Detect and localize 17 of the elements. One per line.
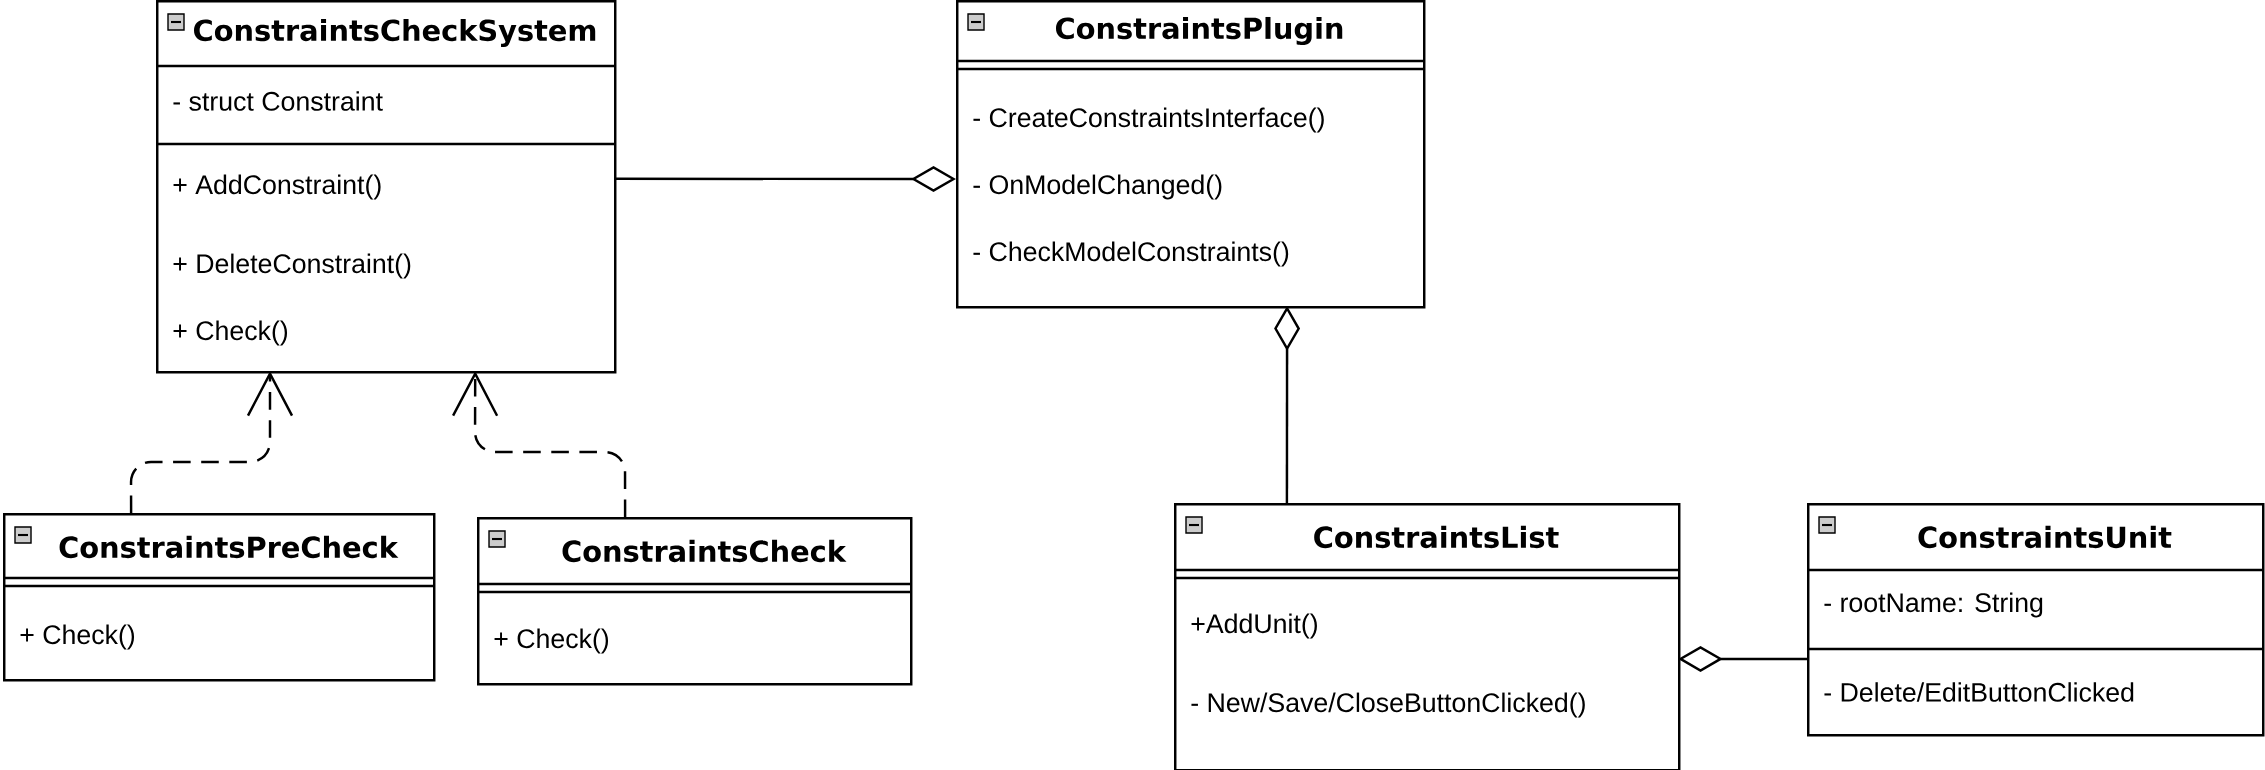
node-label: + AddConstraint(): [173, 174, 381, 200]
class-box: ConstraintsList +AddUnit() - New/Save/CloseButtonClicked(): [1174, 503, 1681, 770]
class-box: ConstraintsCheckSystem - struct Constraint + AddConstraint() + DeleteConstraint() + Check(): [156, 0, 617, 374]
realization-arrow: [452, 371, 627, 517]
class-box: ConstraintsPlugin - CreateConstraintsInterface() - OnModelChanged() - CheckModelConstraints(): [956, 0, 1426, 309]
class-box: ConstraintsPreCheck + Check(): [3, 513, 436, 682]
node-label: ConstraintsPlugin: [1055, 16, 1343, 46]
node-label: ConstraintsCheckSystem: [193, 18, 596, 48]
class-box: ConstraintsUnit - rootName: String - Delete/EditButtonClicked: [1807, 503, 2265, 737]
node-label: - CheckModelConstraints(): [973, 241, 1289, 267]
node-label: + Check(): [173, 320, 288, 346]
node-label: - CreateConstraintsInterface(): [973, 107, 1324, 133]
node-label: + DeleteConstraint(): [173, 253, 411, 279]
node-label: - struct Constraint: [173, 91, 383, 111]
node-label: - OnModelChanged(): [973, 174, 1222, 200]
class-box: ConstraintsCheck + Check(): [477, 517, 913, 686]
realization-arrow: [129, 371, 294, 513]
